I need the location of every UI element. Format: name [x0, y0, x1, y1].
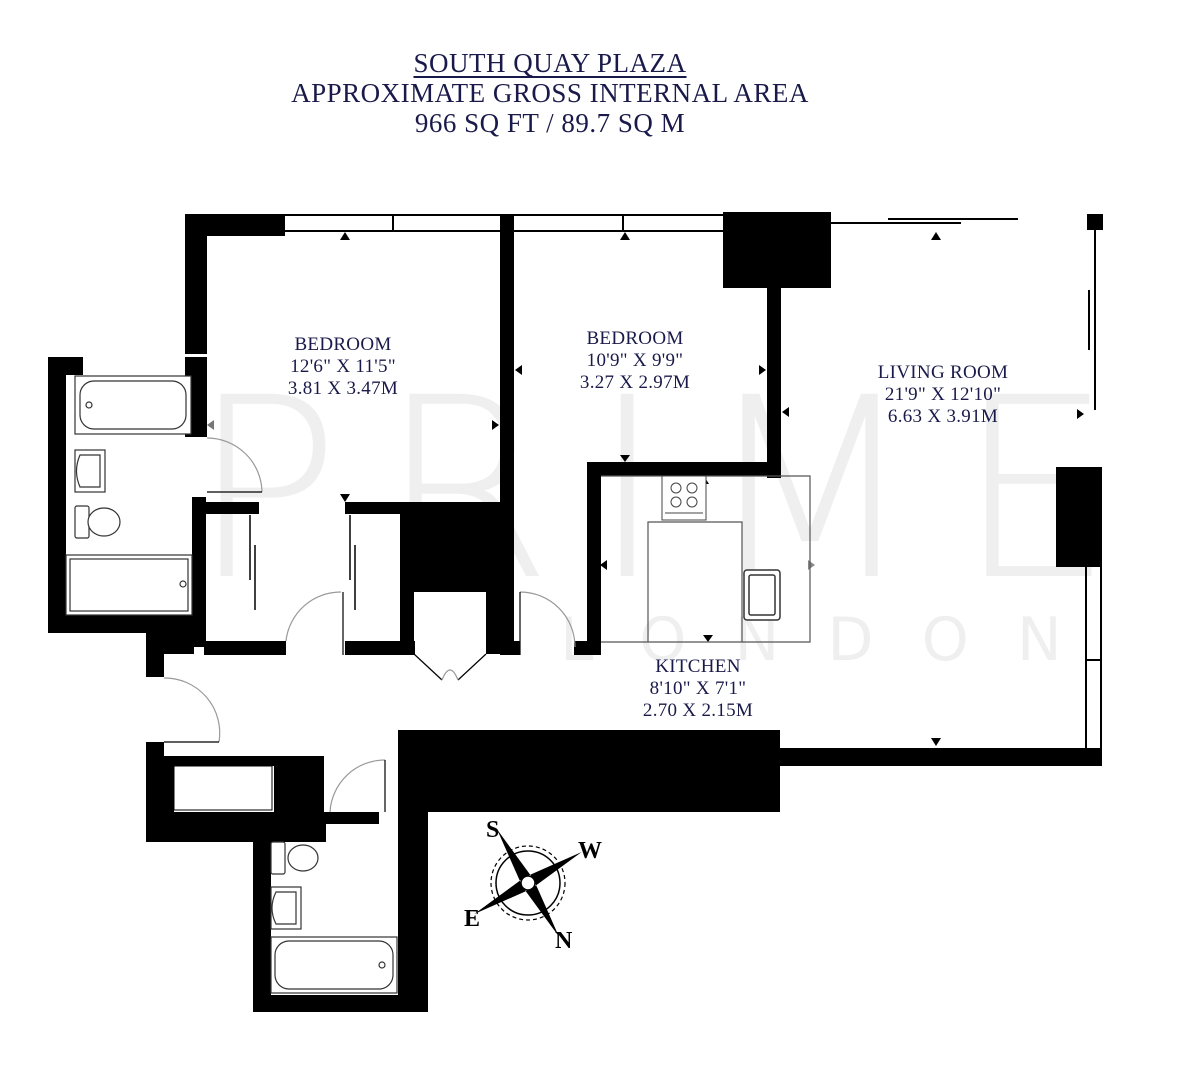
wardrobe-doors — [249, 515, 356, 610]
room-name: Bedroom — [586, 328, 684, 349]
property-title: South Quay Plaza — [413, 48, 687, 78]
room-metric: 6.63 X 3.91M — [887, 406, 999, 427]
compass-south: S — [486, 817, 500, 843]
toilet-icon — [74, 505, 121, 539]
room-imperial: 8'10" X 7'1" — [649, 678, 747, 699]
sink-icon — [743, 569, 781, 621]
lower-bathtub-icon — [270, 936, 398, 994]
hob-icon — [661, 475, 707, 521]
shower-tray-icon — [65, 554, 193, 616]
room-kitchen: Kitchen 8'10" X 7'1" 2.70 X 2.15M — [598, 656, 798, 722]
room-name: Kitchen — [655, 656, 741, 677]
bathtub-icon — [74, 375, 192, 435]
compass-north: N — [555, 928, 573, 954]
lower-toilet-icon — [270, 841, 319, 875]
room-name: Bedroom — [294, 334, 392, 355]
door-swings — [163, 437, 576, 813]
room-imperial: 21'9" X 12'10" — [884, 384, 1002, 405]
area-subtitle: Approximate Gross Internal Area — [291, 78, 809, 108]
room-imperial: 10'9" X 9'9" — [586, 350, 684, 371]
room-bedroom-1: Bedroom 12'6" X 11'5" 3.81 X 3.47M — [243, 334, 443, 400]
room-metric: 2.70 X 2.15M — [642, 700, 754, 721]
title-block: South Quay Plaza Approximate Gross Inter… — [0, 48, 1100, 138]
basin-icon — [74, 449, 106, 493]
room-metric: 3.27 X 2.97M — [579, 372, 691, 393]
room-bedroom-2: Bedroom 10'9" X 9'9" 3.27 X 2.97M — [535, 328, 735, 394]
compass-east: E — [464, 906, 481, 932]
compass-west: W — [578, 838, 602, 864]
compass-rose-icon — [474, 829, 582, 937]
room-name: Living Room — [877, 362, 1009, 383]
room-living-room: Living Room 21'9" X 12'10" 6.63 X 3.91M — [838, 362, 1048, 428]
lower-basin-icon — [270, 886, 302, 930]
room-imperial: 12'6" X 11'5" — [290, 356, 396, 377]
walls — [48, 212, 1103, 1012]
area-value: 966 SQ FT / 89.7 SQ M — [414, 108, 686, 138]
room-metric: 3.81 X 3.47M — [287, 378, 399, 399]
